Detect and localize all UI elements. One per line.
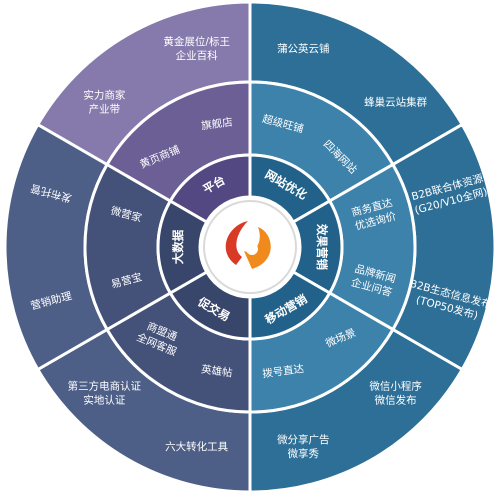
- outer-label-pingtai: 实力商家产业带: [83, 88, 125, 115]
- outer-label-pingtai: 黄金展位/标王企业百科: [163, 35, 230, 62]
- flame-logo-icon: [225, 221, 271, 269]
- outer-label-wangzhan: 蒲公英云铺: [277, 42, 330, 55]
- middle-label-cujiaoyi: 英雄帖: [200, 363, 233, 380]
- outer-label-yidong: 微信小程序微信发布: [369, 380, 422, 407]
- outer-label-cujiaoyi: 第三方电商认证实地认证: [68, 380, 142, 407]
- middle-label-pingtai: 旗舰店: [200, 115, 233, 132]
- inner-label-dashuju: 大数据: [171, 229, 185, 264]
- middle-label-yidong: 拨号直达: [262, 362, 306, 380]
- outer-label-wangzhan: 蜂巢云站集群: [364, 95, 427, 108]
- outer-label-cujiaoyi: 六大转化工具: [165, 440, 228, 453]
- inner-label-xiaoguo: 效果营销: [315, 224, 329, 270]
- center-rim: [203, 200, 297, 294]
- outer-label-yidong: 微分享广告微享秀: [277, 433, 330, 460]
- center-hub: [200, 197, 300, 297]
